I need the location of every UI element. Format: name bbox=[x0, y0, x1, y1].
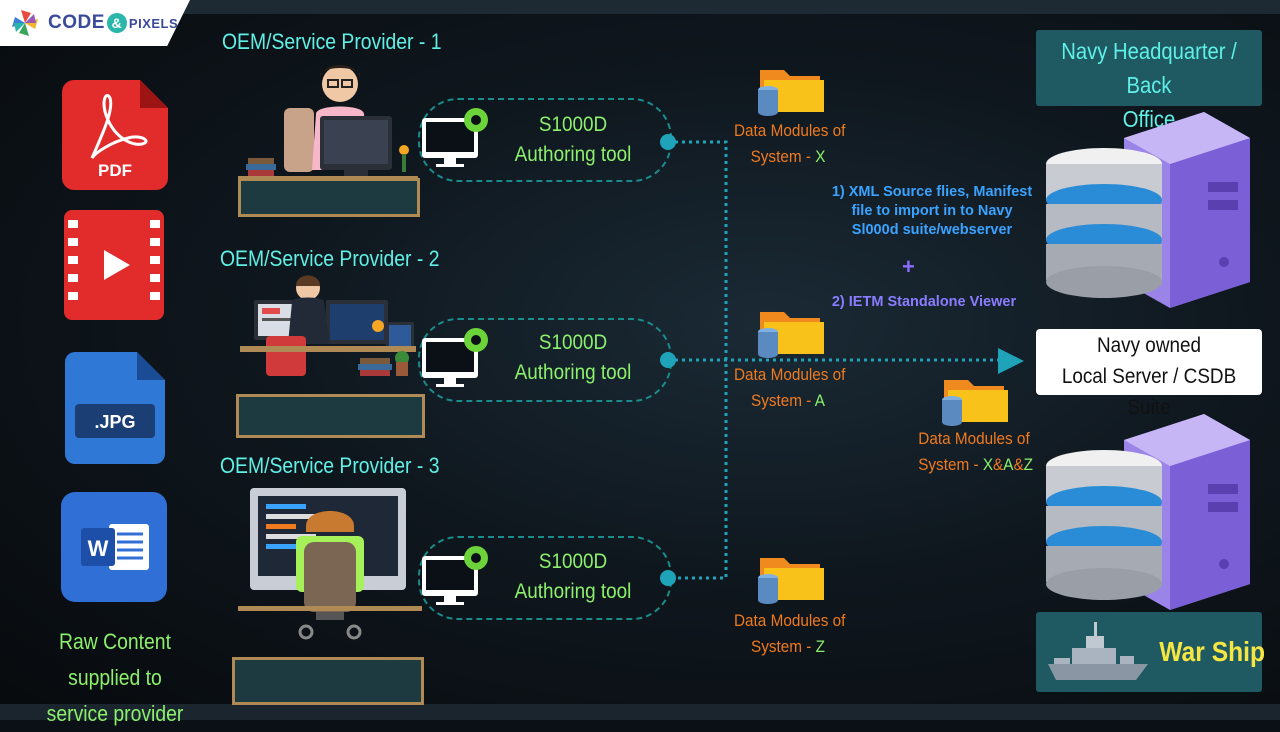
dm-combined-amp1: & bbox=[993, 455, 1004, 474]
tool-2-line1: S1000D bbox=[538, 331, 608, 354]
data-modules-x-label: Data Modules of System - X bbox=[734, 118, 846, 170]
top-strip bbox=[0, 0, 1280, 14]
ship-server-icon bbox=[1046, 414, 1250, 610]
video-file-icon bbox=[64, 210, 164, 320]
provider-2-desk bbox=[236, 394, 425, 438]
warship-icon bbox=[1048, 622, 1148, 680]
monitor-gear-icon-1 bbox=[422, 108, 488, 167]
tool-3-line1: S1000D bbox=[538, 550, 608, 573]
authoring-tool-2-label: S1000D Authoring tool bbox=[510, 328, 636, 388]
dm-x-prefix: System - bbox=[750, 147, 816, 166]
monitor-gear-icon-3 bbox=[422, 546, 488, 605]
note-ietm-viewer: 2) IETM Standalone Viewer bbox=[831, 294, 1017, 310]
logo-code: CODE bbox=[48, 12, 105, 33]
data-module-folder-icon-a bbox=[758, 312, 824, 358]
raw-caption-line1: Raw Content supplied to bbox=[59, 629, 171, 690]
node-dot-2 bbox=[660, 352, 676, 368]
local-server-label: Navy owned Local Server / CSDB Suite bbox=[1047, 330, 1250, 423]
tool-1-line1: S1000D bbox=[538, 113, 608, 136]
dm-z-system: Z bbox=[815, 637, 825, 656]
dm-combined-prefix: System - bbox=[918, 455, 983, 474]
war-ship-label: War Ship bbox=[1159, 636, 1266, 667]
data-modules-combined-label: Data Modules of System - X&A&Z bbox=[918, 426, 1034, 478]
provider-3-title: OEM/Service Provider - 3 bbox=[220, 453, 440, 478]
node-dot-1 bbox=[660, 134, 676, 150]
svg-text:.JPG: .JPG bbox=[94, 412, 135, 432]
svg-text:PDF: PDF bbox=[98, 161, 132, 180]
provider-3-workstation-illustration bbox=[238, 488, 422, 640]
tool-3-line2: Authoring tool bbox=[514, 580, 632, 603]
svg-text:W: W bbox=[88, 536, 109, 561]
note1-line3: Sl000d suite/webserver bbox=[851, 222, 1013, 238]
dm-combined-amp2: & bbox=[1013, 455, 1024, 474]
tool-2-line2: Authoring tool bbox=[514, 361, 632, 384]
plus-icon: + bbox=[902, 254, 915, 279]
logo-amp: & bbox=[106, 13, 127, 33]
pdf-file-icon: PDF bbox=[62, 80, 168, 190]
node-dot-3 bbox=[660, 570, 676, 586]
dm-a-prefix: System - bbox=[751, 391, 815, 410]
hq-label: Navy Headquarter / Back Office bbox=[1050, 34, 1249, 136]
dm-z-prefix: System - bbox=[751, 637, 816, 656]
dm-combined-a: A bbox=[1003, 455, 1014, 474]
hq-server-icon bbox=[1046, 112, 1250, 308]
note1-line2: file to import in to Navy bbox=[851, 203, 1013, 219]
dm-combined-line1: Data Modules of bbox=[918, 429, 1030, 448]
provider-2-title: OEM/Service Provider - 2 bbox=[220, 246, 440, 271]
authoring-tool-3-label: S1000D Authoring tool bbox=[510, 547, 636, 607]
word-file-icon: W bbox=[61, 492, 167, 602]
provider-1-workstation-illustration bbox=[238, 65, 418, 182]
data-modules-a-label: Data Modules of System - A bbox=[734, 362, 846, 414]
provider-1-title: OEM/Service Provider - 1 bbox=[222, 29, 442, 54]
pinwheel-logo-icon bbox=[12, 10, 38, 36]
authoring-tool-1-label: S1000D Authoring tool bbox=[510, 110, 636, 170]
data-module-folder-icon-x bbox=[758, 70, 824, 116]
bottom-strip bbox=[0, 704, 1280, 720]
dm-combined-x: X bbox=[982, 455, 994, 474]
logo-pixels: PIXELS bbox=[128, 16, 179, 31]
provider-3-desk bbox=[232, 657, 424, 705]
note1-line1: 1) XML Source flies, Manifest bbox=[831, 184, 1033, 200]
monitor-gear-icon-2 bbox=[422, 328, 488, 387]
note-xml-source: 1) XML Source flies, Manifest file to im… bbox=[820, 183, 1044, 240]
dm-x-system: X bbox=[815, 147, 826, 166]
arrow-head-icon bbox=[998, 348, 1024, 374]
jpg-file-icon: .JPG bbox=[65, 352, 165, 464]
dm-combined-z: Z bbox=[1023, 455, 1034, 474]
logo-text: CODE&PIXELS bbox=[48, 12, 178, 34]
provider-2-workstation-illustration bbox=[240, 275, 416, 376]
hq-line1: Navy Headquarter / Back bbox=[1061, 38, 1237, 98]
dm-z-line1: Data Modules of bbox=[734, 611, 846, 630]
data-module-folder-icon-z bbox=[758, 558, 824, 604]
data-module-folder-icon-combined bbox=[942, 380, 1008, 426]
dm-x-line1: Data Modules of bbox=[734, 121, 846, 140]
hq-box[interactable] bbox=[1036, 30, 1262, 106]
provider-1-desk bbox=[238, 178, 420, 217]
dm-a-system: A bbox=[814, 391, 825, 410]
local-line2: Local Server / CSDB Suite bbox=[1061, 365, 1237, 419]
local-server-box[interactable] bbox=[1036, 329, 1262, 395]
data-modules-z-label: Data Modules of System - Z bbox=[734, 608, 846, 660]
dm-a-line1: Data Modules of bbox=[734, 365, 846, 384]
tool-1-line2: Authoring tool bbox=[514, 143, 632, 166]
local-line1: Navy owned bbox=[1096, 334, 1202, 357]
